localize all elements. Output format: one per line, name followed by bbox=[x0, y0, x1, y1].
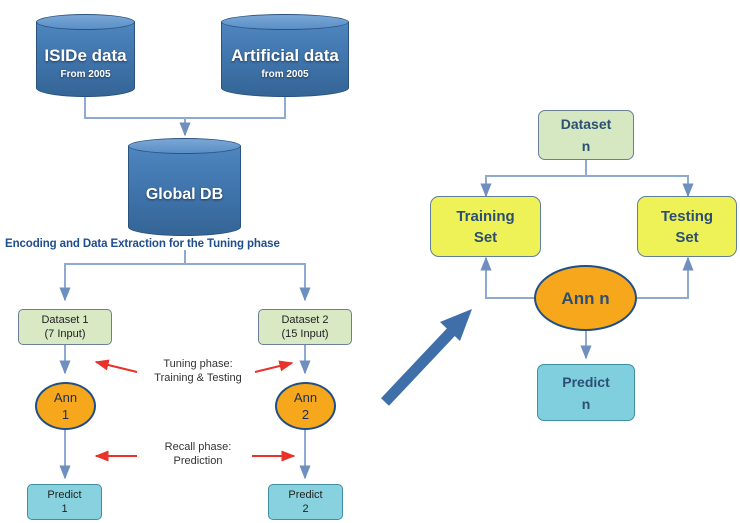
predict-1-line2: 1 bbox=[61, 503, 68, 515]
ann-n-label: Ann n bbox=[561, 288, 610, 308]
connector-global-split-2 bbox=[185, 263, 311, 302]
encoding-heading: Encoding and Data Extraction for the Tun… bbox=[5, 238, 280, 250]
predict-1-line1: Predict bbox=[47, 489, 82, 501]
dataset-n-line2: n bbox=[581, 138, 591, 154]
dataset-1-line1: Dataset 1 bbox=[41, 314, 89, 326]
tuning-phase-caption: Tuning phase: Training & Testing bbox=[140, 357, 256, 385]
connector-dataset-training bbox=[480, 160, 587, 198]
connector-ann-training bbox=[480, 256, 534, 299]
iside-data-database: ISIDe data From 2005 bbox=[36, 14, 135, 97]
dataset-2-line1: Dataset 2 bbox=[281, 314, 329, 326]
dataset-n-box: Dataset n bbox=[538, 110, 634, 160]
connector-global-split bbox=[59, 250, 186, 302]
dataset-n-line1: Dataset bbox=[560, 116, 612, 132]
predict-n-box: Predict n bbox=[537, 364, 635, 421]
red-arrow-tuning-right bbox=[254, 360, 294, 373]
predict-2-line2: 2 bbox=[302, 503, 309, 515]
big-diagonal-arrow bbox=[380, 309, 472, 406]
ann-n-node: Ann n bbox=[534, 265, 637, 331]
connector-ann-testing bbox=[637, 256, 694, 299]
training-set-line1: Training bbox=[456, 207, 515, 225]
connector-artificial bbox=[185, 97, 286, 119]
recall-phase-line1: Recall phase: bbox=[164, 441, 232, 453]
artificial-data-title: Artificial data bbox=[231, 46, 339, 65]
dataset-2-line2: (15 Input) bbox=[281, 328, 329, 340]
ann-1-node: Ann 1 bbox=[35, 382, 96, 430]
artificial-data-database: Artificial data from 2005 bbox=[221, 14, 349, 97]
iside-data-title: ISIDe data bbox=[44, 46, 127, 65]
dataset-2-box: Dataset 2 (15 Input) bbox=[258, 309, 352, 345]
red-arrow-tuning-left bbox=[94, 359, 138, 373]
global-db-database: Global DB bbox=[128, 138, 241, 236]
ann-1-line1: Ann bbox=[53, 390, 78, 405]
tuning-phase-line1: Tuning phase: bbox=[163, 358, 233, 370]
artificial-data-subtitle: from 2005 bbox=[261, 69, 309, 80]
connector-dataset-testing bbox=[586, 175, 694, 198]
recall-phase-line2: Prediction bbox=[173, 455, 223, 467]
iside-data-subtitle: From 2005 bbox=[60, 69, 111, 80]
predict-n-line2: n bbox=[581, 395, 591, 412]
predict-1-box: Predict 1 bbox=[27, 484, 102, 520]
recall-phase-caption: Recall phase: Prediction bbox=[140, 440, 256, 468]
testing-set-line1: Testing bbox=[660, 207, 714, 225]
ann-2-line2: 2 bbox=[301, 407, 310, 422]
global-db-title: Global DB bbox=[145, 185, 224, 203]
dataset-1-line2: (7 Input) bbox=[44, 328, 86, 340]
ann-2-node: Ann 2 bbox=[275, 382, 336, 430]
tuning-phase-line2: Training & Testing bbox=[154, 372, 242, 384]
testing-set-box: Testing Set bbox=[637, 196, 737, 257]
predict-n-line1: Predict bbox=[562, 373, 610, 390]
dataset-1-box: Dataset 1 (7 Input) bbox=[18, 309, 112, 345]
ann-2-line1: Ann bbox=[293, 390, 318, 405]
training-set-line2: Set bbox=[473, 228, 498, 246]
training-set-box: Training Set bbox=[430, 196, 541, 257]
ann-1-line2: 1 bbox=[61, 407, 70, 422]
predict-2-line1: Predict bbox=[288, 489, 323, 501]
connector-iside bbox=[84, 97, 185, 119]
predict-2-box: Predict 2 bbox=[268, 484, 343, 520]
testing-set-line2: Set bbox=[675, 228, 699, 246]
